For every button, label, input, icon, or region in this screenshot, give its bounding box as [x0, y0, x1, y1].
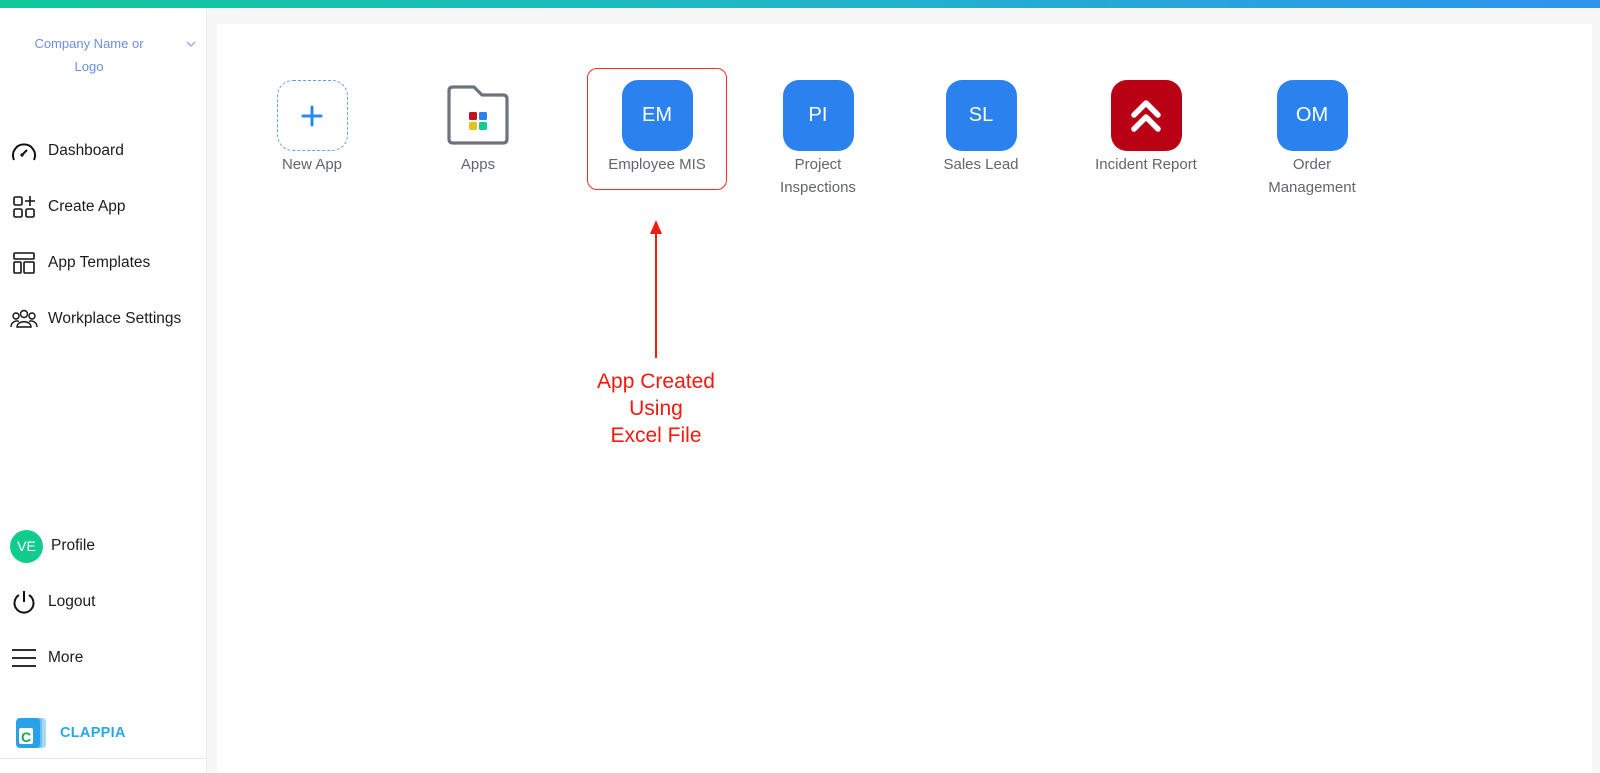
arrow-up-icon — [650, 220, 662, 234]
app-label: Order Management — [1268, 156, 1356, 196]
double-chevron-up-icon — [1110, 80, 1182, 151]
sidebar-item-workplace-settings[interactable]: Workplace Settings — [10, 304, 181, 334]
app-label: Employee MIS — [608, 156, 706, 173]
clappia-brand[interactable]: C CLAPPIA — [14, 716, 126, 750]
apps-folder[interactable]: Apps — [408, 80, 548, 176]
power-icon — [10, 588, 38, 616]
company-name[interactable]: Company Name or Logo — [34, 36, 144, 74]
main-content: New App Apps EM Employee MIS PI Project … — [217, 24, 1592, 773]
sidebar-item-profile[interactable]: VE Profile — [10, 529, 95, 563]
app-incident-report[interactable]: Incident Report — [1076, 80, 1216, 176]
app-label: New App — [281, 156, 343, 173]
app-employee-mis[interactable]: EM Employee MIS — [587, 80, 727, 176]
plus-icon — [276, 80, 348, 151]
avatar: VE — [10, 529, 43, 563]
highlight-box — [587, 68, 727, 190]
sidebar-item-more[interactable]: More — [10, 643, 83, 673]
sidebar-item-label: Logout — [48, 593, 96, 610]
app-order-management[interactable]: OM Order Management — [1242, 80, 1382, 199]
app-sales-lead[interactable]: SL Sales Lead — [911, 80, 1051, 176]
top-gradient-bar — [0, 0, 1600, 8]
folder-icon — [443, 80, 514, 151]
sidebar-item-dashboard[interactable]: Dashboard — [10, 136, 124, 166]
app-project-inspections[interactable]: PI Project Inspections — [753, 80, 883, 199]
chevron-down-icon[interactable] — [185, 38, 197, 50]
sidebar: Company Name or Logo Dashboard Create Ap… — [0, 8, 207, 773]
app-label: Project Inspections — [780, 156, 856, 196]
users-icon — [10, 305, 38, 333]
app-label: Incident Report — [1095, 156, 1197, 173]
sidebar-item-label: Profile — [51, 537, 95, 554]
sidebar-item-label: Dashboard — [48, 142, 124, 159]
app-icon-sl: SL — [945, 80, 1017, 151]
templates-icon — [10, 249, 38, 277]
app-label: Sales Lead — [943, 156, 1019, 173]
sidebar-item-logout[interactable]: Logout — [10, 587, 95, 617]
arrow-line — [655, 230, 657, 358]
annotation-text: App Created Using Excel File — [597, 370, 715, 447]
divider — [0, 758, 207, 759]
svg-text:C: C — [21, 729, 31, 745]
brand-name: CLAPPIA — [60, 725, 126, 741]
app-icon-pi: PI — [782, 80, 854, 151]
new-app-button[interactable]: New App — [242, 80, 382, 176]
app-label: Apps — [460, 156, 496, 173]
clappia-logo-icon: C — [16, 718, 46, 748]
sidebar-item-label: Create App — [48, 198, 126, 215]
create-app-icon — [10, 193, 38, 221]
speedometer-icon — [10, 137, 38, 165]
app-icon-om: OM — [1276, 80, 1348, 151]
sidebar-item-label: More — [48, 649, 84, 666]
sidebar-item-label: Workplace Settings — [48, 310, 182, 327]
sidebar-item-label: App Templates — [48, 254, 151, 271]
menu-icon — [10, 644, 38, 672]
sidebar-item-app-templates[interactable]: App Templates — [10, 248, 150, 278]
sidebar-item-create-app[interactable]: Create App — [10, 192, 126, 222]
app-icon-em: EM — [621, 80, 693, 151]
